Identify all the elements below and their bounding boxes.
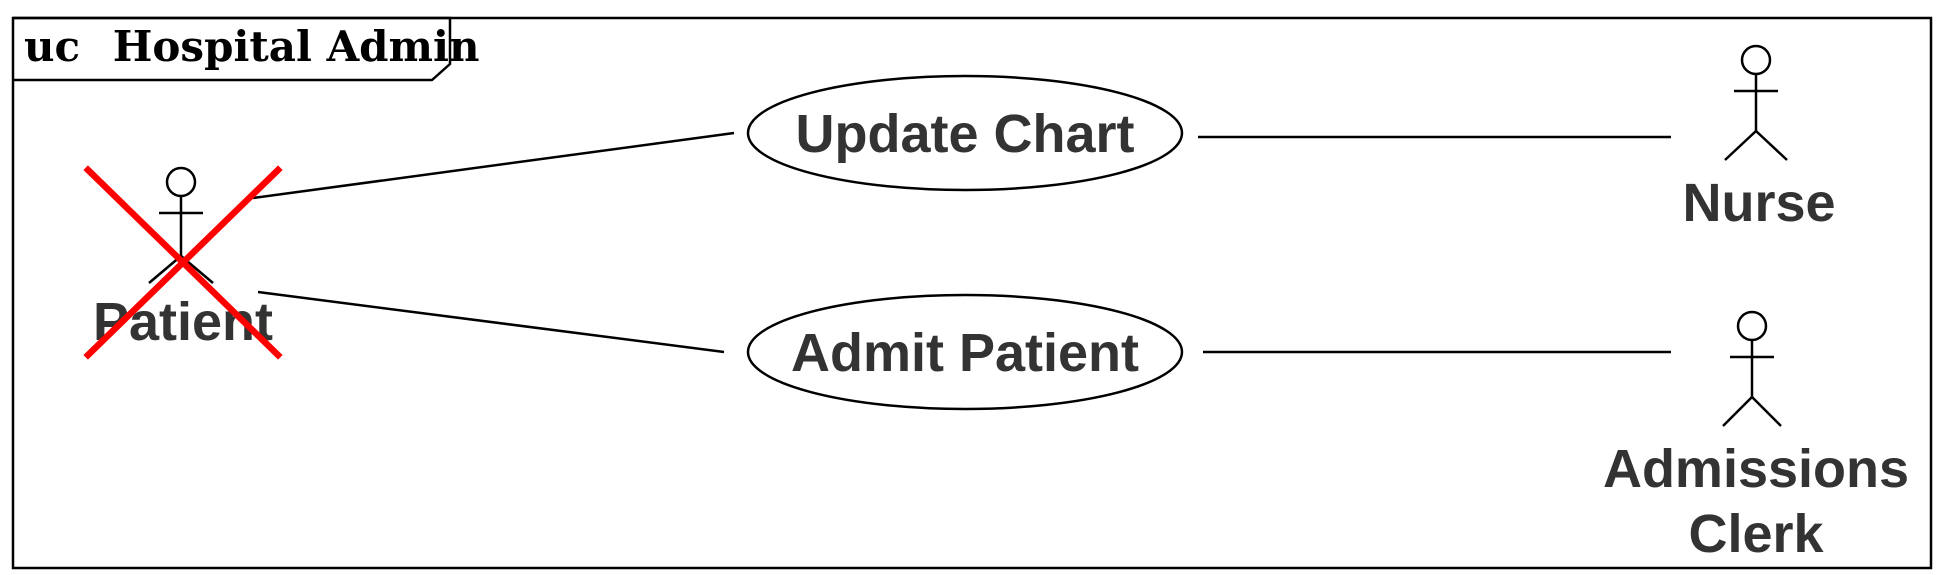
use-case-admit-patient[interactable]: Admit Patient [746, 293, 1184, 411]
frame-name: Hospital Admin [113, 22, 480, 71]
frame-keyword: uc [24, 22, 80, 71]
actor-label-line2: Clerk [1688, 504, 1824, 564]
frame-title: uc Hospital Admin [24, 22, 479, 71]
stick-figure-icon [1722, 310, 1782, 427]
stick-figure-icon [1724, 44, 1788, 161]
association-patient-admit-patient [257, 290, 725, 354]
cross-out-mark [83, 165, 283, 360]
association-patient-update-chart [252, 131, 735, 200]
diagram-frame [11, 16, 1933, 570]
use-case-label: Admit Patient [791, 323, 1139, 383]
frame-title-tab [13, 16, 452, 82]
actor-patient[interactable]: Patient [83, 165, 283, 360]
actor-nurse[interactable]: Nurse [1682, 44, 1836, 233]
use-case-label: Update Chart [795, 104, 1134, 164]
actor-admissions-clerk[interactable]: Admissions Clerk [1603, 310, 1909, 564]
use-case-update-chart[interactable]: Update Chart [746, 74, 1184, 192]
actor-label-line1: Admissions [1603, 439, 1909, 499]
actor-label: Nurse [1682, 173, 1835, 233]
use-case-ellipse [746, 293, 1184, 411]
use-case-ellipse [746, 74, 1184, 192]
